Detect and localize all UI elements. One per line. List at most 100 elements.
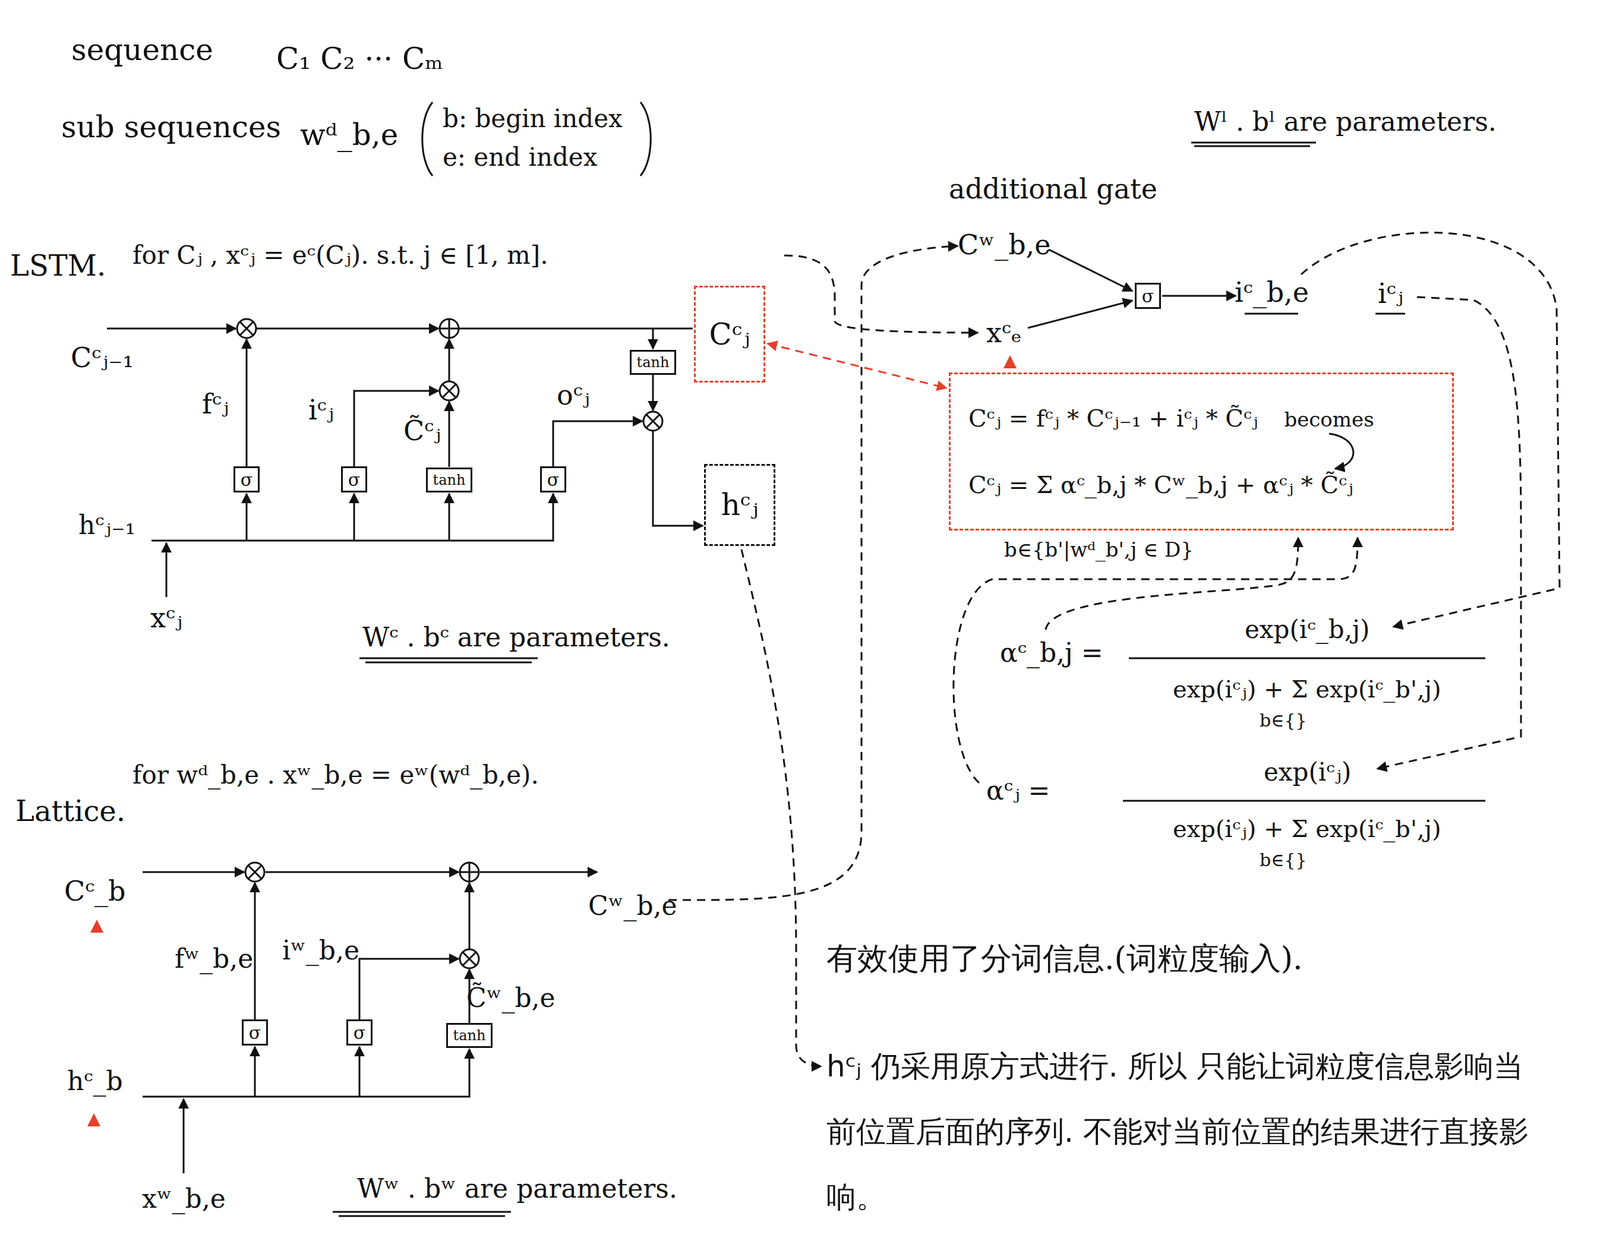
gate-wire: [1027, 249, 1236, 328]
label: iᶜⱼ: [308, 394, 334, 426]
lattice-wire: [359, 958, 459, 1020]
label: 有效使用了分词信息.(词粒度输入).: [826, 941, 1303, 977]
note-text: hᶜⱼ 仍采用原方式进行. 所以 只能让词粒度信息影响当前位置后面的序列. 不能…: [826, 1033, 1540, 1230]
gate-wire: [1027, 300, 1133, 328]
lstm-wire: [448, 401, 451, 467]
node-text: σ: [1141, 285, 1154, 307]
fraction-bar: [1122, 658, 1486, 801]
label: exp(iᶜⱼ): [1263, 758, 1352, 787]
multiply-symbol: [459, 949, 479, 969]
annotation: becomes: [1283, 407, 1374, 432]
label: b∈{}: [1259, 710, 1308, 732]
tanh-gate: tanh: [629, 349, 677, 375]
label: fᶜⱼ: [202, 388, 229, 421]
sigmoid-gate: σ: [341, 466, 368, 493]
lstm-wire: [106, 328, 703, 598]
underline: [1244, 313, 1299, 315]
lattice-wire: [254, 882, 257, 1020]
label: hᶜⱼ₋₁: [78, 510, 136, 541]
label: wᵈ_b,e: [300, 118, 399, 153]
sigmoid-gate: σ: [233, 466, 260, 493]
multiply-symbol: [245, 862, 265, 882]
label: iᶜⱼ: [1377, 278, 1404, 310]
label: fʷ_b,e: [174, 944, 254, 975]
multiply-symbol: [442, 384, 456, 398]
label: for wᵈ_b,e . xʷ_b,e = eʷ(wᵈ_b,e).: [132, 761, 539, 790]
add-symbol: [439, 319, 459, 339]
label: b∈{b'|wᵈ_b',j ∈ D}: [1004, 538, 1194, 562]
label: xᶜₑ: [986, 317, 1022, 349]
multiply-symbol: [439, 381, 459, 401]
marker-triangle: [90, 919, 104, 933]
lstm-wire: [353, 493, 356, 541]
dashed-leader: [668, 232, 1560, 1067]
label: Cʷ_b,e: [588, 891, 678, 922]
sigmoid-gate: σ: [540, 466, 567, 493]
label: Lattice.: [15, 794, 126, 828]
label: αᶜⱼ =: [986, 775, 1050, 807]
fraction-bar: [1128, 657, 1486, 660]
lstm-wire: [256, 327, 439, 330]
dashed-leader: [668, 245, 958, 901]
add-symbol: [459, 862, 479, 882]
lstm-wire: [106, 327, 236, 330]
multiply-symbol: [462, 952, 476, 966]
label: b: begin index: [442, 104, 623, 134]
lstm-wire: [245, 339, 248, 467]
label: αᶜ_b,j =: [999, 638, 1104, 669]
label: xᶜⱼ: [150, 602, 183, 634]
connector: [767, 343, 947, 388]
node-text: σ: [240, 469, 253, 491]
fraction-bar: [1122, 800, 1486, 803]
label: Wᶜ . bᶜ are parameters.: [362, 622, 671, 653]
multiply-symbol: [237, 319, 257, 339]
lstm-wire: [458, 327, 693, 330]
lstm-wire: [448, 339, 451, 382]
label: Wˡ . bˡ are parameters.: [1194, 106, 1497, 138]
tanh-gate: tanh: [446, 1023, 493, 1049]
label: exp(iᶜ_b,j): [1244, 615, 1370, 645]
multiply-symbol: [248, 865, 262, 879]
lstm-wire: [151, 493, 554, 541]
underline: [1375, 313, 1406, 315]
label: LSTM.: [10, 249, 106, 283]
lstm-wire: [652, 374, 655, 411]
lstm-wire: [652, 430, 703, 526]
label: b∈{}: [1259, 850, 1308, 871]
sigmoid-gate: σ: [241, 1019, 268, 1046]
equation-box: Cᶜⱼ = fᶜⱼ * Cᶜⱼ₋₁ + iᶜⱼ * C̃ᶜⱼbecomesCᶜⱼ…: [948, 372, 1454, 531]
marker-triangle: [1003, 355, 1017, 369]
label: sequence: [71, 33, 214, 68]
label: Cᶜⱼ₋₁: [70, 342, 134, 374]
label: hᶜ_b: [67, 1066, 123, 1097]
add-symbol: [439, 319, 459, 339]
multiply-symbol: [646, 414, 660, 428]
state-box: Cᶜⱼ: [693, 285, 766, 383]
lstm-wire: [553, 421, 643, 467]
label: exp(iᶜⱼ) + Σ exp(iᶜ_b',j): [1172, 815, 1442, 843]
node-text: tanh: [433, 471, 466, 489]
node-text: tanh: [636, 354, 670, 371]
equation: Cᶜⱼ = fᶜⱼ * Cᶜⱼ₋₁ + iᶜⱼ * C̃ᶜⱼ: [968, 404, 1258, 432]
underline: [332, 1212, 511, 1217]
node-text: σ: [348, 469, 361, 491]
label: additional gate: [948, 173, 1158, 205]
node-text: σ: [353, 1022, 366, 1044]
label: for Cⱼ , xᶜⱼ = eᶜ(Cⱼ). s.t. j ∈ [1, m].: [132, 241, 549, 270]
label: oᶜⱼ: [556, 379, 590, 412]
tanh-gate: tanh: [425, 467, 473, 493]
gate-wire: [1048, 249, 1133, 292]
add-symbol: [459, 862, 479, 882]
marker-triangle: [87, 355, 1017, 1127]
dashed-leader: [784, 255, 978, 333]
label: iʷ_b,e: [282, 935, 360, 967]
multiply-symbol: [643, 411, 663, 431]
node-text: Cᶜⱼ: [709, 317, 751, 352]
gate-wire: [1162, 295, 1236, 298]
underline: [1191, 142, 1317, 147]
lattice-wire: [142, 871, 245, 874]
state-box: hᶜⱼ: [704, 464, 776, 547]
node-text: σ: [547, 469, 560, 491]
lstm-wire: [448, 493, 451, 541]
